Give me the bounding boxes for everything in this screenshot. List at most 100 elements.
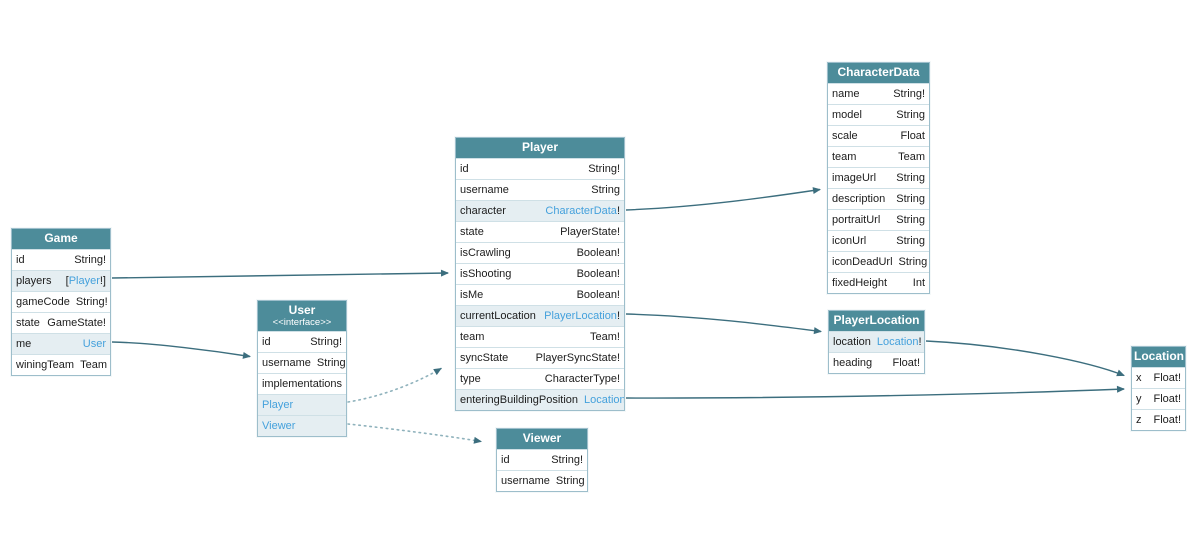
entity-header-location[interactable]: Location bbox=[1132, 347, 1185, 367]
field-row-character[interactable]: character CharacterData! bbox=[456, 199, 624, 221]
entity-header-game[interactable]: Game bbox=[12, 229, 110, 249]
field-type: User bbox=[83, 338, 106, 350]
field-type: String! bbox=[893, 87, 925, 100]
field-type: Float! bbox=[1153, 371, 1181, 384]
field-row-me[interactable]: me User bbox=[12, 332, 110, 354]
type-link[interactable]: Player bbox=[68, 274, 100, 287]
field-name: z bbox=[1136, 413, 1142, 426]
field-type: String! bbox=[310, 335, 342, 348]
field-type: String bbox=[591, 183, 620, 196]
field-type: Float! bbox=[1153, 392, 1181, 405]
type-link[interactable]: CharacterData bbox=[545, 204, 617, 217]
entity-header-player[interactable]: Player bbox=[456, 138, 624, 158]
entity-header-user[interactable]: User<<interface>> bbox=[258, 301, 346, 331]
field-name: location bbox=[833, 335, 871, 348]
field-row-team[interactable]: team Team bbox=[828, 145, 929, 167]
field-row-x[interactable]: x Float! bbox=[1132, 366, 1185, 388]
field-name: team bbox=[832, 150, 857, 163]
field-row-z[interactable]: z Float! bbox=[1132, 408, 1185, 430]
field-type: Float! bbox=[1153, 413, 1181, 426]
field-type: String bbox=[896, 108, 925, 121]
field-name: character bbox=[460, 204, 506, 217]
entity-header-characterdata[interactable]: CharacterData bbox=[828, 63, 929, 83]
field-type: Location bbox=[584, 394, 624, 406]
field-name: heading bbox=[833, 356, 873, 369]
field-name: x bbox=[1136, 371, 1142, 384]
field-name: syncState bbox=[460, 351, 509, 364]
entity-title: CharacterData bbox=[837, 65, 920, 79]
field-name: id bbox=[460, 162, 469, 175]
entity-title: Viewer bbox=[522, 431, 562, 445]
field-type: CharacterType! bbox=[544, 372, 620, 385]
field-row-syncState[interactable]: syncState PlayerSyncState! bbox=[456, 346, 624, 368]
entity-header-playerlocation[interactable]: PlayerLocation bbox=[829, 311, 924, 331]
edge-user-player-to-player bbox=[347, 367, 442, 403]
field-row-scale[interactable]: scale Float bbox=[828, 124, 929, 146]
type-link[interactable]: Location bbox=[876, 335, 919, 348]
type-link[interactable]: Location bbox=[584, 393, 624, 406]
type-link[interactable]: Player bbox=[262, 398, 294, 411]
field-type: GameState! bbox=[47, 316, 106, 329]
edge-player-enteringbuildingposition-to-location bbox=[625, 385, 1125, 399]
field-type: Float bbox=[900, 129, 925, 142]
field-type: String bbox=[555, 474, 585, 487]
impl-row-player[interactable]: Player bbox=[258, 393, 346, 415]
type-link[interactable]: Viewer bbox=[262, 419, 296, 432]
entity-header-viewer[interactable]: Viewer bbox=[497, 429, 587, 449]
field-name: me bbox=[16, 337, 32, 350]
type-link[interactable]: PlayerLocation bbox=[544, 309, 617, 322]
field-name: isMe bbox=[460, 288, 484, 301]
field-name: username bbox=[262, 356, 311, 369]
field-type: CharacterData! bbox=[545, 205, 620, 217]
type-suffix: !] bbox=[99, 274, 106, 287]
field-name: portraitUrl bbox=[832, 213, 881, 226]
type-link[interactable]: User bbox=[82, 337, 106, 350]
edge-player-character-to-characterdata bbox=[625, 187, 821, 211]
field-type: Team bbox=[898, 150, 925, 163]
field-name: scale bbox=[832, 129, 858, 142]
field-name: iconUrl bbox=[832, 234, 867, 247]
impl-row-viewer[interactable]: Viewer bbox=[258, 414, 346, 436]
field-name: id bbox=[16, 253, 25, 266]
field-type: PlayerSyncState! bbox=[535, 351, 620, 364]
field-row-players[interactable]: players[Player!] bbox=[12, 269, 110, 291]
